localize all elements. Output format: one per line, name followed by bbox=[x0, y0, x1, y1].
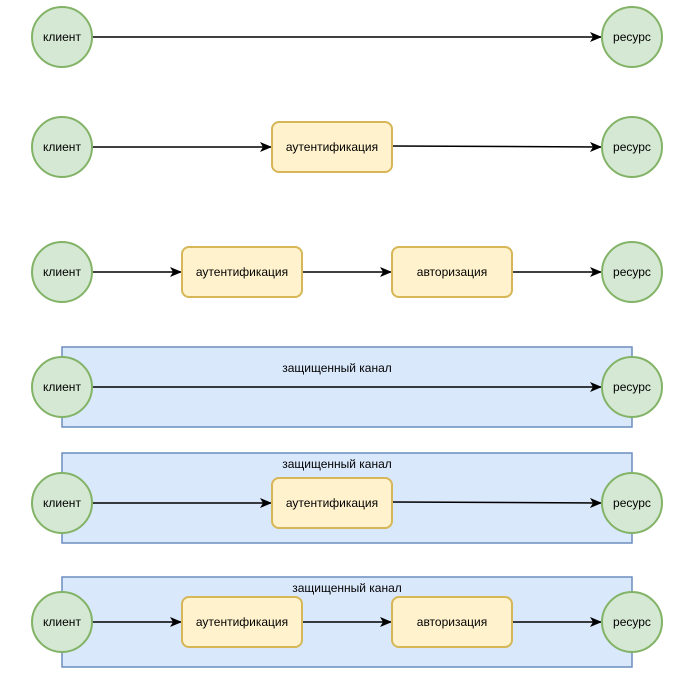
flow-row-6: защищенный канал клиент аутентификация а… bbox=[31, 576, 663, 668]
resource-label: ресурс bbox=[613, 496, 651, 510]
client-label: клиент bbox=[43, 496, 81, 510]
authorization-label: авторизация bbox=[417, 265, 487, 279]
client-label: клиент bbox=[43, 615, 81, 629]
authorization-label: авторизация bbox=[417, 615, 487, 629]
authentication-label: аутентификация bbox=[286, 140, 378, 154]
client-node bbox=[31, 356, 93, 418]
authentication-box bbox=[181, 246, 303, 298]
secure-channel-label: защищенный канал bbox=[292, 581, 402, 595]
secure-channel-label: защищенный канал bbox=[282, 361, 392, 375]
authentication-label: аутентификация bbox=[286, 496, 378, 510]
client-label: клиент bbox=[43, 30, 81, 44]
authentication-box bbox=[271, 121, 393, 173]
resource-label: ресурс bbox=[613, 140, 651, 154]
client-label: клиент bbox=[43, 265, 81, 279]
client-node bbox=[31, 591, 93, 653]
resource-node bbox=[601, 116, 663, 178]
authorization-box bbox=[391, 596, 513, 648]
resource-node bbox=[601, 241, 663, 303]
authentication-box bbox=[271, 477, 393, 529]
edge-authentication-to-resource bbox=[391, 141, 602, 152]
resource-node bbox=[601, 356, 663, 418]
client-node bbox=[31, 6, 93, 68]
authentication-label: аутентификация bbox=[196, 615, 288, 629]
resource-node bbox=[601, 591, 663, 653]
client-node bbox=[31, 241, 93, 303]
client-node bbox=[31, 116, 93, 178]
flow-row-5: защищенный канал клиент аутентификация р… bbox=[31, 452, 663, 544]
flow-row-2: клиент аутентификация ресурс bbox=[31, 116, 663, 178]
client-label: клиент bbox=[43, 380, 81, 394]
resource-label: ресурс bbox=[613, 265, 651, 279]
flow-row-1: клиент ресурс bbox=[31, 6, 663, 68]
client-node bbox=[31, 472, 93, 534]
secure-channel-label: защищенный канал bbox=[282, 457, 392, 471]
resource-node bbox=[601, 472, 663, 534]
authorization-box bbox=[391, 246, 513, 298]
resource-node bbox=[601, 6, 663, 68]
edge-authentication-to-resource bbox=[391, 497, 602, 508]
flow-row-4: защищенный канал клиент ресурс bbox=[31, 346, 663, 428]
resource-label: ресурс bbox=[613, 30, 651, 44]
authentication-box bbox=[181, 596, 303, 648]
client-label: клиент bbox=[43, 140, 81, 154]
flow-row-3: клиент аутентификация авторизация ресурс bbox=[31, 241, 663, 303]
resource-label: ресурс bbox=[613, 615, 651, 629]
resource-label: ресурс bbox=[613, 380, 651, 394]
authentication-label: аутентификация bbox=[196, 265, 288, 279]
